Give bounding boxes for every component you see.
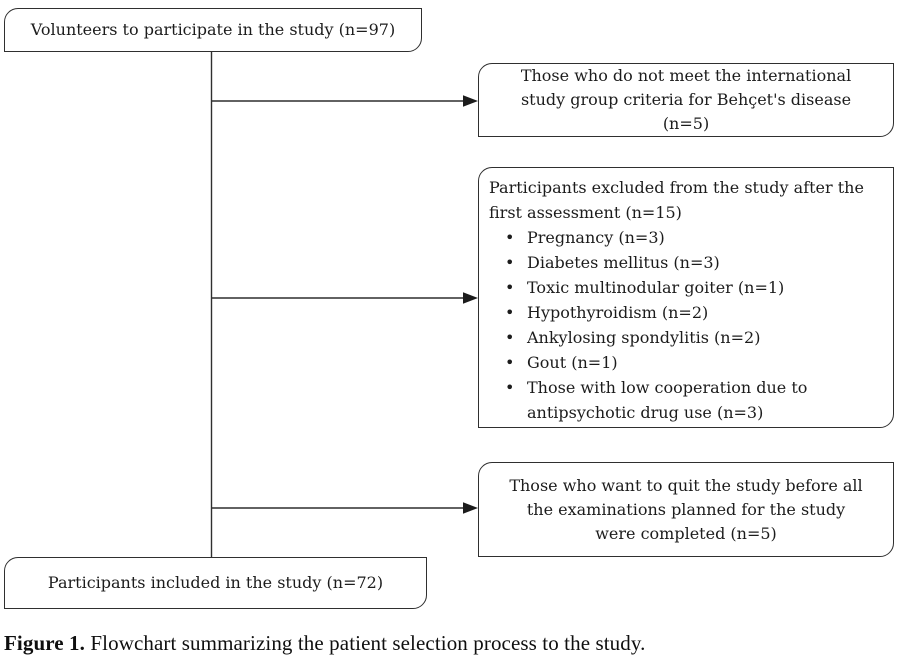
- node-excluded-assessment: Participants excluded from the study aft…: [478, 167, 894, 428]
- node-included: Participants included in the study (n=72…: [4, 557, 427, 609]
- node-included-text: Participants included in the study (n=72…: [47, 573, 384, 592]
- exclusion-list-item: • Toxic multinodular goiter (n=1): [489, 275, 883, 300]
- bullet-icon: •: [505, 278, 515, 297]
- bullet-icon: •: [505, 253, 515, 272]
- arrowhead-2: [463, 292, 478, 304]
- exclusion-item-text: Pregnancy (n=3): [527, 228, 665, 247]
- node-volunteers-text: Volunteers to participate in the study (…: [30, 20, 396, 39]
- figure-caption: Figure 1. Flowchart summarizing the pati…: [4, 630, 896, 656]
- node-excluded-criteria: Those who do not meet the international …: [478, 63, 894, 137]
- node-volunteers: Volunteers to participate in the study (…: [4, 8, 422, 52]
- exclusion-item-text: Ankylosing spondylitis (n=2): [527, 328, 761, 347]
- exclusion-item-text: Hypothyroidism (n=2): [527, 303, 709, 322]
- node-quit-study: Those who want to quit the study before …: [478, 462, 894, 557]
- exclusion-list-item: • Ankylosing spondylitis (n=2): [489, 325, 883, 350]
- bullet-icon: •: [505, 378, 515, 397]
- arrowhead-1: [463, 95, 478, 107]
- bullet-icon: •: [505, 328, 515, 347]
- exclusion-item-text: Those with low cooperation due to antips…: [527, 378, 808, 422]
- bullet-icon: •: [505, 353, 515, 372]
- exclusion-item-text: Toxic multinodular goiter (n=1): [527, 278, 785, 297]
- exclusion-item-text: Gout (n=1): [527, 353, 618, 372]
- node-excluded-assessment-title: Participants excluded from the study aft…: [489, 178, 864, 222]
- exclusion-list-item: • Gout (n=1): [489, 350, 883, 375]
- exclusion-list-item: • Hypothyroidism (n=2): [489, 300, 883, 325]
- node-excluded-criteria-text: Those who do not meet the international …: [520, 66, 852, 133]
- bullet-icon: •: [505, 228, 515, 247]
- exclusion-list-item: • Pregnancy (n=3): [489, 225, 883, 250]
- figure-caption-text: Flowchart summarizing the patient select…: [90, 631, 646, 655]
- arrowhead-3: [463, 502, 478, 514]
- exclusion-item-text: Diabetes mellitus (n=3): [527, 253, 720, 272]
- figure-caption-label: Figure 1.: [4, 631, 86, 655]
- node-quit-study-text: Those who want to quit the study before …: [509, 475, 863, 543]
- bullet-icon: •: [505, 303, 515, 322]
- exclusion-list-item: • Diabetes mellitus (n=3): [489, 250, 883, 275]
- exclusion-list-item: • Those with low cooperation due to anti…: [489, 375, 883, 425]
